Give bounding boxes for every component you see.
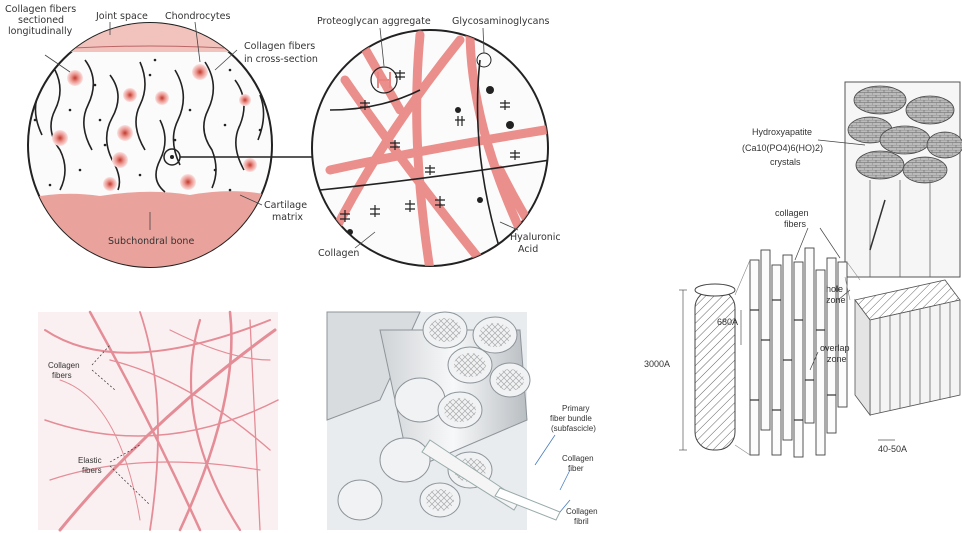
label-micrograph-collagen-2: fibers [52,371,72,380]
bundle-leaders [535,435,570,512]
fibril-block [855,280,960,415]
label-overlap-zone-1: overlap [820,343,850,353]
label-overlap-zone-2: zone [827,354,847,364]
label-glycosaminoglycans: Glycosaminoglycans [452,16,550,27]
label-hydroxyapatite-2: (Ca10(PO4)6(HO)2) [742,143,823,153]
label-micrograph-elastic-1: Elastic [78,456,102,465]
micrograph-panel: Collagen fibers Elastic fibers [38,312,278,530]
label-collagen: Collagen [318,248,359,259]
label-dim-40-50: 40-50A [878,444,907,454]
hydroxyapatite-crystals [848,86,962,183]
label-micrograph-elastic-2: fibers [82,466,102,475]
label-hole-zone-1: hole [826,284,843,294]
label-collagen-fibril-2: fibril [574,517,589,526]
label-hole-zone-2: zone [826,295,846,305]
fiber-bundle-panel: Primary fiber bundle (subfascicle) Colla… [327,312,598,530]
label-cartilage-matrix-1: Cartilage [264,200,307,211]
label-hyaluronic-1: Hyaluronic [510,232,561,243]
label-primary-1: Primary [562,404,590,413]
label-collagen-longitudinal-3: longitudinally [8,26,73,37]
label-chondrocytes: Chondrocytes [165,11,230,22]
cartilage-panel: Collagen fibers sectioned longitudinally… [5,4,561,280]
label-dim-3000: 3000A [644,359,670,369]
label-micrograph-collagen-1: Collagen [48,361,80,370]
label-hydroxyapatite-1: Hydroxyapatite [752,127,812,137]
label-collagen-fiber-1: Collagen [562,454,594,463]
label-primary-2: fiber bundle [550,414,592,423]
label-collagen-cross-1: Collagen fibers [244,41,315,52]
label-primary-3: (subfascicle) [551,424,596,433]
label-cartilage-matrix-2: matrix [272,212,303,223]
label-collagen-fibers-1: collagen [775,208,809,218]
label-collagen-fibers-2: fibers [784,219,807,229]
label-collagen-fiber-2: fiber [568,464,584,473]
label-subchondral-bone: Subchondral bone [108,236,194,247]
label-collagen-fibril-1: Collagen [566,507,598,516]
molecular-panel: Hydroxyapatite (Ca10(PO4)6(HO)2) crystal… [644,82,962,457]
label-hyaluronic-2: Acid [518,244,538,255]
label-joint-space: Joint space [95,11,148,22]
label-collagen-cross-2: in cross-section [244,54,318,65]
label-dim-680: 680A [717,317,738,327]
triple-helix-cylinder [695,284,735,450]
label-proteoglycan-aggregate: Proteoglycan aggregate [317,16,431,27]
label-collagen-longitudinal-1: Collagen fibers [5,4,76,15]
label-hydroxyapatite-3: crystals [770,157,801,167]
label-collagen-longitudinal-2: sectioned [18,15,64,26]
